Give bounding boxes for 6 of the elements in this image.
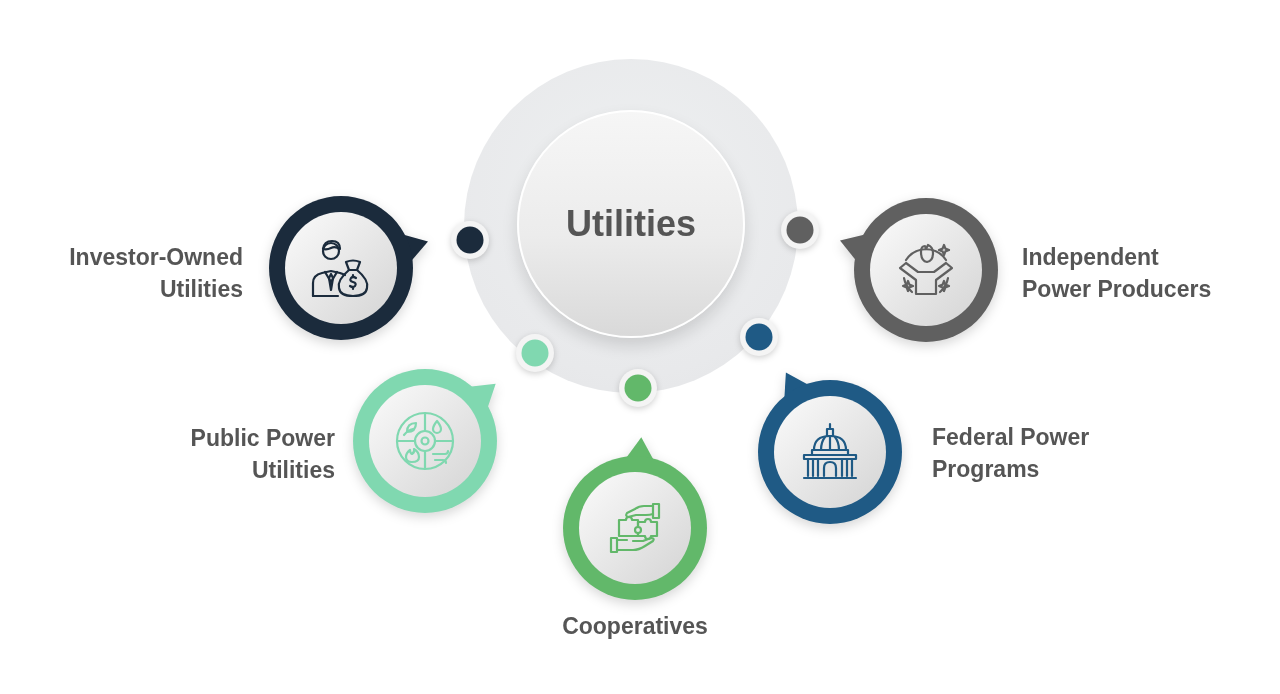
item-label: Federal Power Programs — [932, 423, 1091, 484]
item-label: Investor-Owned Utilities — [68, 243, 243, 304]
item-label: Cooperatives — [562, 612, 708, 641]
center-title: Utilities — [566, 202, 696, 246]
item-label: Independent Power Producers — [1022, 243, 1213, 304]
item-label: Public Power Utilities — [189, 424, 335, 485]
